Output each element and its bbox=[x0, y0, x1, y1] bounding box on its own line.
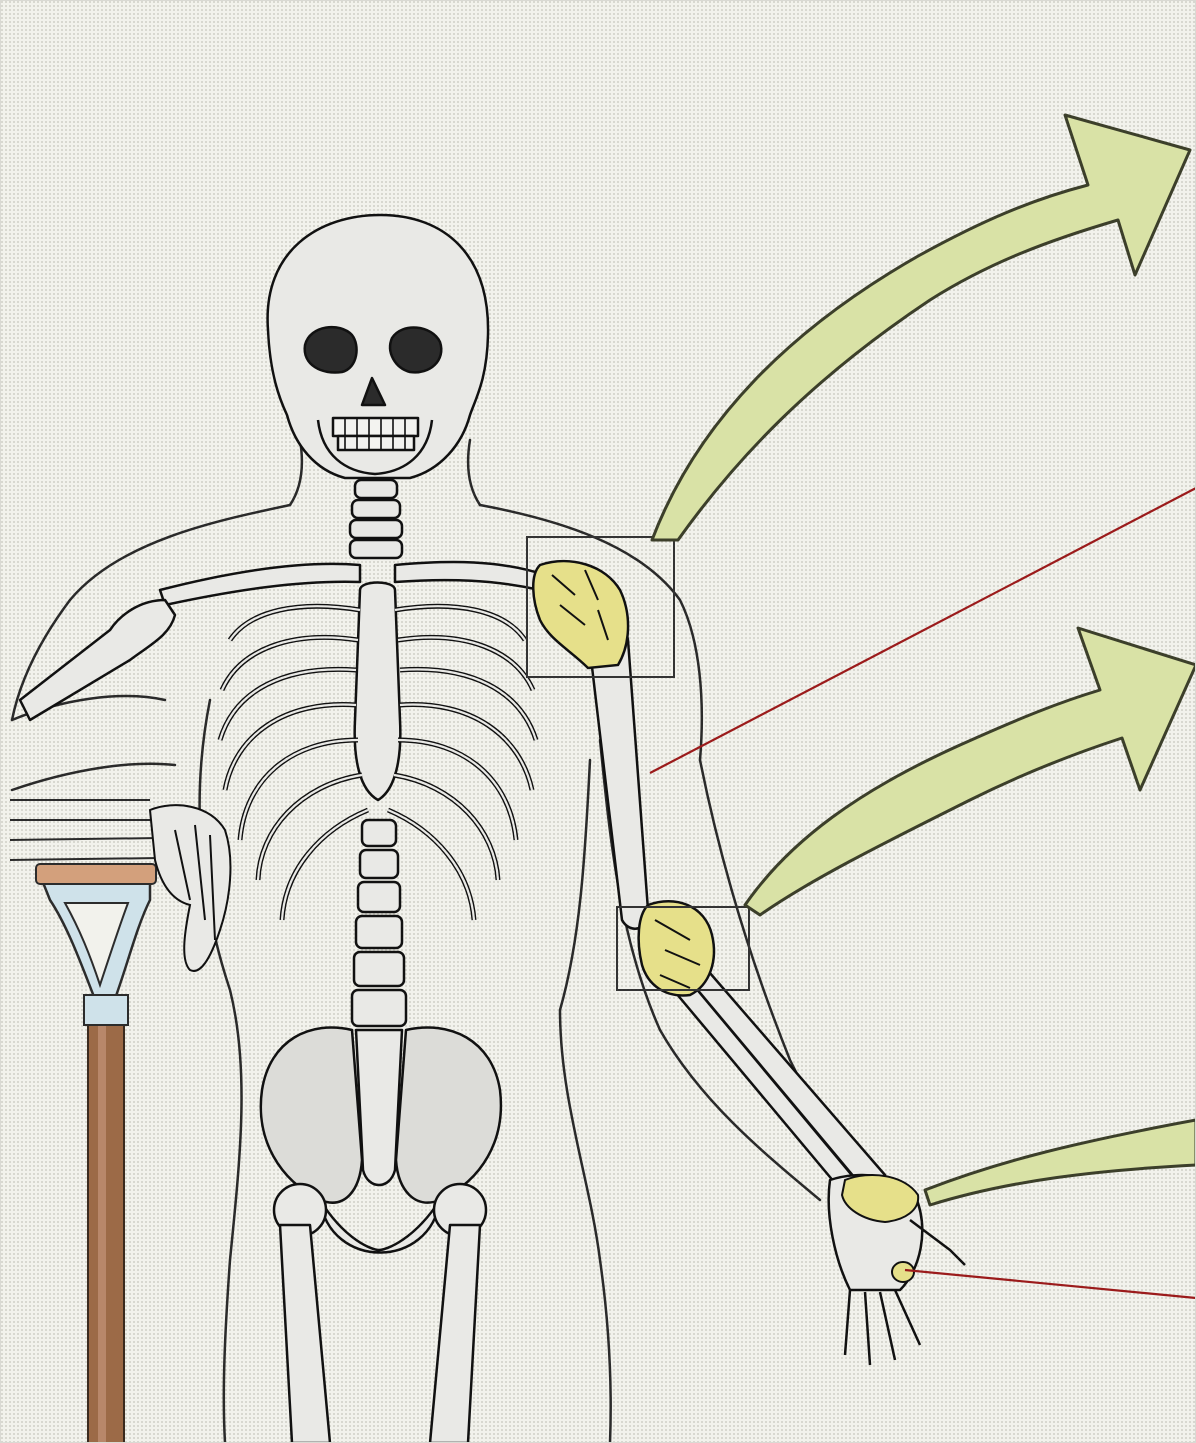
leader-line-hand bbox=[905, 1270, 1196, 1298]
femurs bbox=[274, 1184, 486, 1443]
clavicle-right bbox=[395, 562, 545, 590]
spade-crossbar bbox=[36, 864, 156, 884]
ilium-left bbox=[261, 1028, 362, 1203]
shoulder-joint bbox=[533, 561, 628, 668]
lumbar-spine bbox=[352, 820, 406, 1026]
body-outline bbox=[12, 440, 860, 1443]
ilium-right bbox=[396, 1028, 501, 1203]
sternum bbox=[355, 583, 401, 801]
right-torso-side bbox=[560, 760, 611, 1443]
skull-icon bbox=[268, 215, 488, 478]
humerus-left bbox=[20, 600, 175, 720]
left-forearm-bottom bbox=[12, 764, 175, 790]
spade-shaft-highlight bbox=[98, 1010, 106, 1443]
spade-ferrule bbox=[84, 995, 128, 1025]
femur-right bbox=[430, 1225, 480, 1443]
lower-teeth bbox=[338, 436, 414, 450]
elbow-arrow bbox=[745, 628, 1196, 915]
clavicle-left bbox=[160, 564, 360, 605]
wrist-arrow bbox=[925, 1120, 1196, 1205]
femur-left bbox=[280, 1225, 330, 1443]
sacrum bbox=[356, 1030, 402, 1185]
eye-socket-left bbox=[305, 327, 357, 372]
spade-icon bbox=[36, 864, 156, 1443]
left-arm-rail bbox=[10, 800, 160, 860]
eye-socket-right bbox=[390, 327, 441, 372]
shoulder-arrow bbox=[652, 115, 1190, 540]
elbow-joint bbox=[639, 901, 714, 995]
cervical-spine bbox=[350, 480, 402, 558]
pubis bbox=[320, 1200, 440, 1253]
